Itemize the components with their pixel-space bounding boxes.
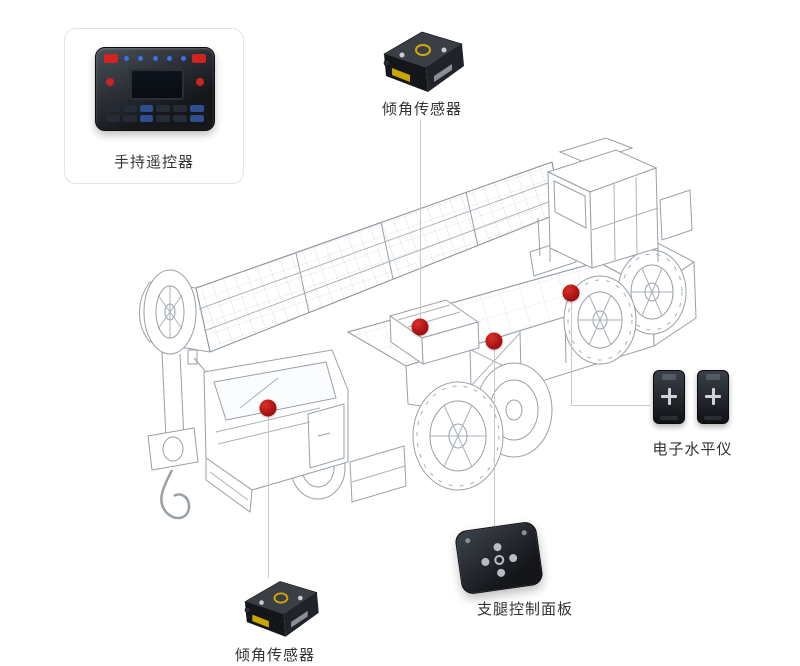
handheld-remote-image [95,47,215,131]
connector-top-tilt-sensor [420,120,421,327]
remote-indicator-dots [124,56,186,61]
position-marker-deck-rear [562,284,580,302]
tilt-sensor-bottom-label: 倾角传感器 [234,646,315,664]
position-marker-cab [259,399,277,417]
tilt-sensor-top-label: 倾角传感器 [381,100,462,118]
remote-label: 手持遥控器 [113,153,194,171]
connector-outrigger-panel [494,341,495,527]
position-marker-boom-base [411,318,429,336]
connector-bottom-tilt-sensor [268,408,269,578]
connector-level-vertical [571,293,572,405]
position-marker-deck-mid [485,332,503,350]
remote-keypad [106,105,204,122]
remote-side-button-right [196,78,204,86]
tilt-sensor-bottom-image [244,581,319,637]
outrigger-panel-label: 支腿控制面板 [476,600,573,618]
connector-level-horizontal [571,405,650,406]
electronic-level-label: 电子水平仪 [652,440,733,458]
electronic-level-image [653,370,729,424]
level-device-1 [653,370,685,424]
remote-screen [130,69,184,100]
remote-red-button-left [104,54,118,63]
tilt-sensor-top-image [383,31,464,92]
remote-side-button-left [106,78,114,86]
level-device-2 [697,370,729,424]
remote-red-button-right [192,54,206,63]
outrigger-panel-image [453,520,545,596]
remote-card: 手持遥控器 [64,28,244,184]
